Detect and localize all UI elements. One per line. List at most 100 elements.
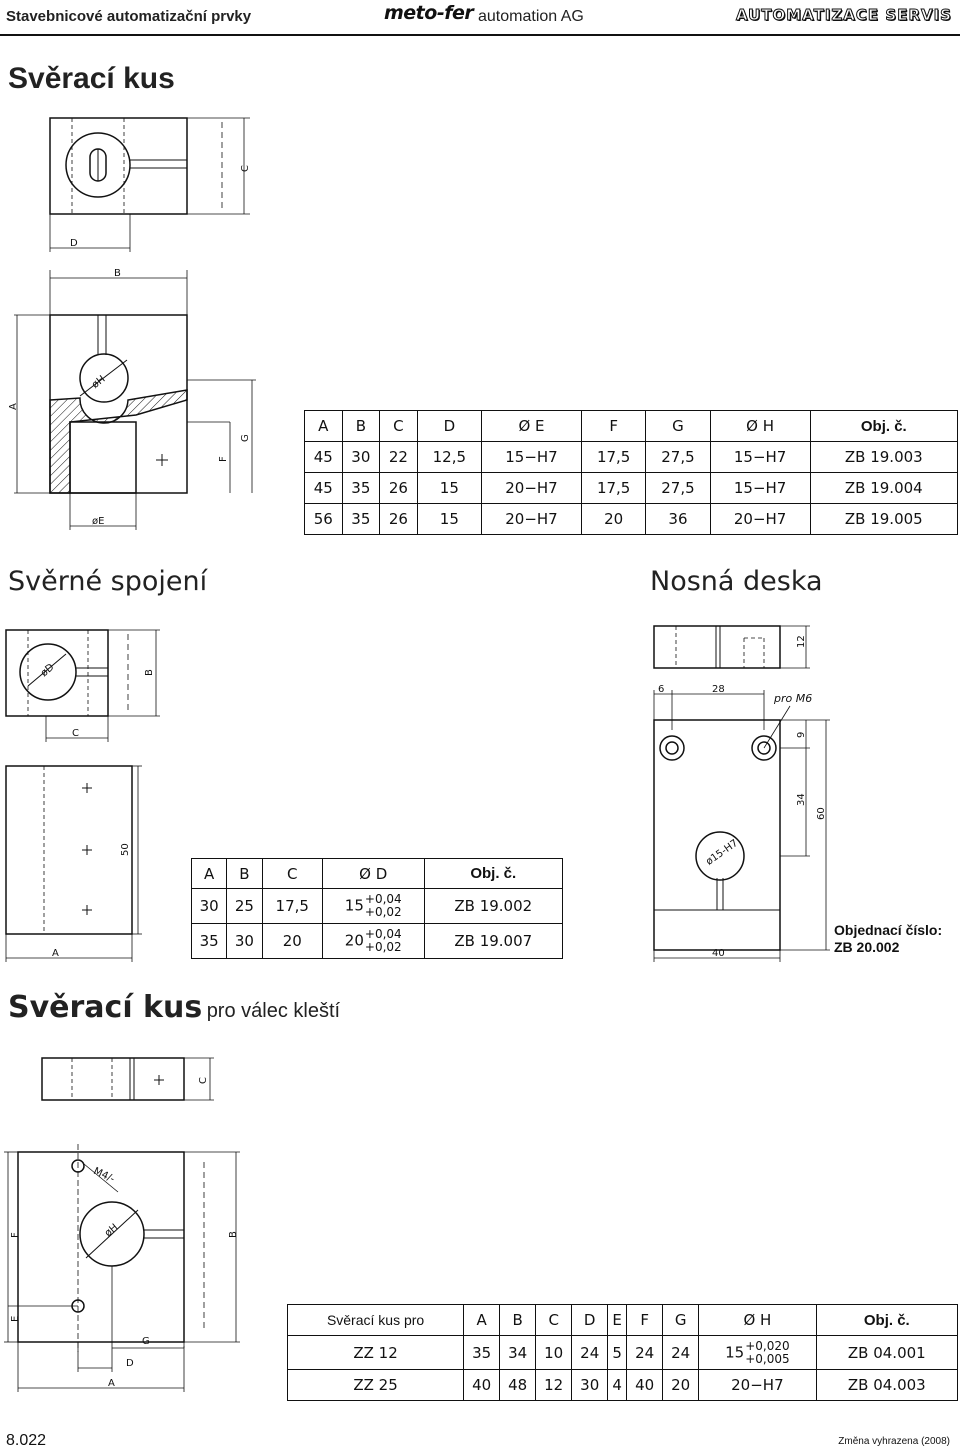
cell: ZB 19.007 <box>423 923 564 959</box>
col-a: A <box>463 1304 501 1336</box>
dim-d: D <box>70 238 78 249</box>
cell: 35 <box>341 503 381 535</box>
col-a: A <box>190 858 228 889</box>
dim-f: F <box>218 456 229 462</box>
thread-label: M4/- <box>92 1166 117 1185</box>
dim-9: 9 <box>796 732 807 738</box>
col-d: D <box>571 1304 609 1336</box>
drawing-sverne-spojeni: øD B C 50 A <box>5 629 160 962</box>
cell: 5 <box>607 1335 628 1370</box>
cell: 40 <box>463 1369 501 1401</box>
cell: 12,5 <box>416 441 483 473</box>
dim-6: 6 <box>658 684 664 695</box>
tol-lo: +0,02 <box>364 940 402 954</box>
dim-c: C <box>240 165 251 172</box>
cell: 10 <box>535 1335 573 1370</box>
cell: 45 <box>304 472 343 504</box>
cell: 20 <box>261 923 323 959</box>
section-title-sveraci-kus: Svěrací kus <box>8 62 175 95</box>
cell: 15 <box>416 503 483 535</box>
order-number: ZB 20.002 <box>834 939 900 955</box>
section-title-nosna-deska: Nosná deska <box>650 566 823 597</box>
dim-12: 12 <box>796 635 807 648</box>
section-title-sveraci-kus-valec: Svěrací kus pro válec kleští <box>8 990 340 1025</box>
cell: 30 <box>226 923 263 959</box>
cell: 35 <box>190 923 228 959</box>
cell: ZB 19.002 <box>423 888 564 924</box>
table-row: 56 35 26 15 20−H7 20 36 20−H7 ZB 19.005 <box>304 503 959 535</box>
cell: 30 <box>571 1369 609 1401</box>
cell: 35 <box>341 472 381 504</box>
dim-d: D <box>126 1358 134 1369</box>
cell: 15+0,04+0,02 <box>321 888 425 924</box>
col-f: F <box>580 410 647 442</box>
col-a: A <box>304 410 343 442</box>
cell: 15−H7 <box>709 472 811 504</box>
cell: 20−H7 <box>709 503 811 535</box>
cell: 24 <box>626 1335 664 1370</box>
col-c: C <box>379 410 418 442</box>
dim-e: E <box>10 1316 21 1322</box>
cell: ZZ 12 <box>286 1335 465 1370</box>
cell: 17,5 <box>580 441 647 473</box>
cell: 15+0,020+0,005 <box>698 1335 817 1370</box>
bore-value: 15 <box>344 896 364 915</box>
cell: 40 <box>626 1369 664 1401</box>
order-label: Objednací číslo: <box>834 922 943 938</box>
cell: 20+0,04+0,02 <box>321 923 425 959</box>
cell: ZZ 25 <box>286 1369 465 1401</box>
cell: ZB 19.005 <box>809 503 959 535</box>
col-h: Ø H <box>709 410 811 442</box>
cell: 36 <box>645 503 711 535</box>
catalog-category: Stavebnicové automatizační prvky <box>6 8 252 25</box>
dim-40: 40 <box>712 948 725 959</box>
table-row: 30 25 17,5 15+0,04+0,02 ZB 19.002 <box>190 888 564 924</box>
cell: ZB 04.001 <box>815 1335 959 1370</box>
dim-a: A <box>108 1378 115 1389</box>
table-row: 35 30 20 20+0,04+0,02 ZB 19.007 <box>190 923 564 959</box>
tol-hi: +0,020 <box>745 1338 790 1353</box>
page-number: 8.022 <box>6 1432 47 1449</box>
thread-label: pro M6 <box>773 692 812 705</box>
col-c: C <box>261 858 323 889</box>
dim-b: B <box>228 1231 239 1238</box>
dim-60: 60 <box>816 807 827 820</box>
cell: 48 <box>499 1369 537 1401</box>
cell: 56 <box>304 503 343 535</box>
drawing-nosna-deska: 12 6 28 pro M6 9 34 60 ø15-H7 40 <box>653 625 830 962</box>
company-name: automation AG <box>478 8 584 25</box>
dim-c: C <box>198 1077 209 1084</box>
col-g: G <box>645 410 711 442</box>
dim-a: A <box>8 403 19 410</box>
cell: 17,5 <box>261 888 323 924</box>
col-name: Svěrací kus pro <box>286 1304 465 1336</box>
tol-lo: +0,02 <box>364 905 402 919</box>
cell: 15 <box>416 472 483 504</box>
col-obj: Obj. č. <box>809 410 959 442</box>
cell: 26 <box>379 503 418 535</box>
spec-table-sveraci-kus: A B C D Ø E F G Ø H Obj. č. 45 30 22 12,… <box>304 410 959 535</box>
col-d: Ø D <box>321 858 425 889</box>
bore-value: 20 <box>344 931 364 950</box>
cell: 15−H7 <box>709 441 811 473</box>
col-h: Ø H <box>698 1304 817 1336</box>
footer-note: Změna vyhrazena (2008) <box>838 1436 950 1447</box>
cell: 17,5 <box>580 472 647 504</box>
dim-b: B <box>114 268 121 279</box>
section-title-main: Svěrací kus <box>8 990 203 1025</box>
col-d: D <box>416 410 483 442</box>
spec-table-sveraci-kus-valec: Svěrací kus pro A B C D E F G Ø H Obj. č… <box>286 1304 959 1401</box>
dim-f: F <box>10 1232 21 1238</box>
dim-e: øE <box>92 516 104 527</box>
table-row: 45 30 22 12,5 15−H7 17,5 27,5 15−H7 ZB 1… <box>304 441 959 473</box>
order-number-block: Objednací číslo: ZB 20.002 <box>834 922 942 956</box>
cell: 20−H7 <box>698 1369 817 1401</box>
cell: 12 <box>535 1369 573 1401</box>
spec-table-sverne-spojeni: A B C Ø D Obj. č. 30 25 17,5 15+0,04+0,0… <box>190 858 564 959</box>
cell: 24 <box>662 1335 700 1370</box>
table-row: ZZ 12 35 34 10 24 5 24 24 15+0,020+0,005… <box>286 1335 959 1370</box>
cell: 26 <box>379 472 418 504</box>
dim-50: 50 <box>120 843 131 856</box>
cell: 20−H7 <box>481 503 582 535</box>
bore-value: 15 <box>725 1343 745 1361</box>
